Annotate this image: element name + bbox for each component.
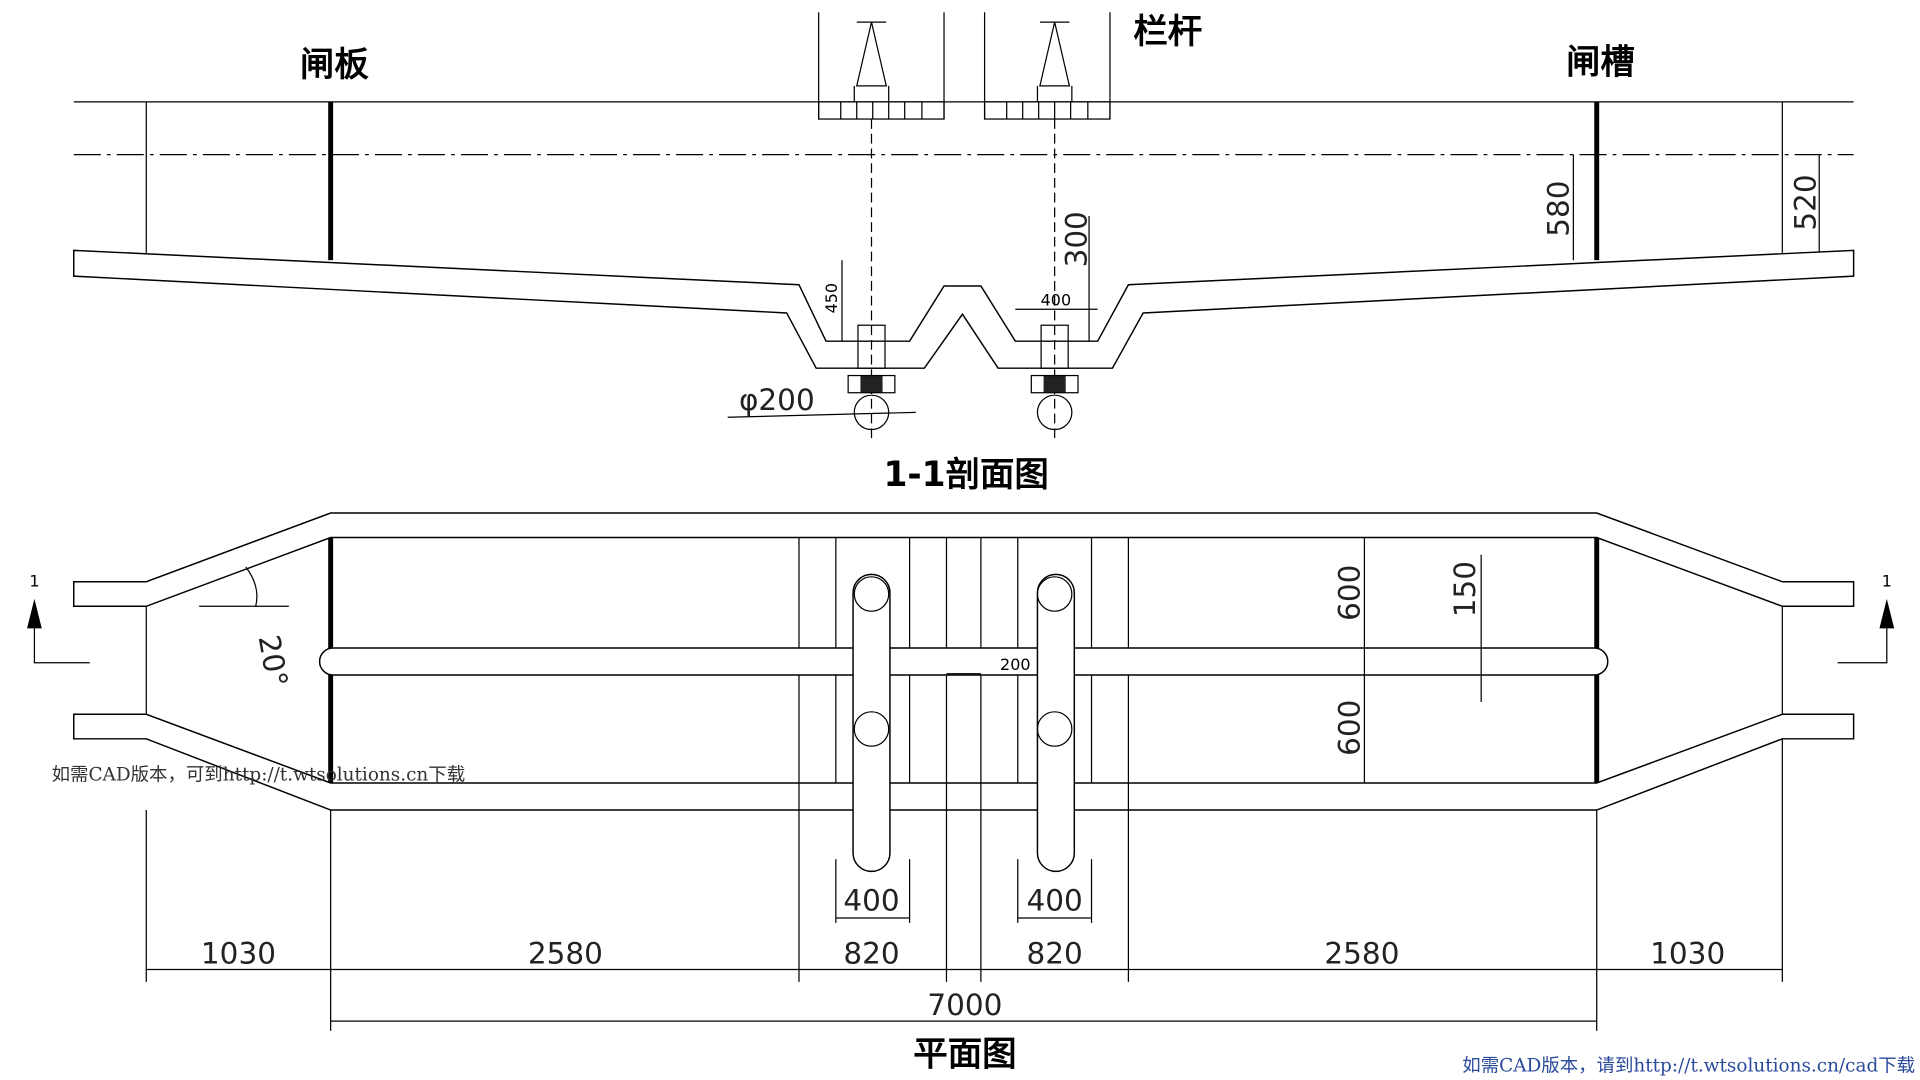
dim-bottom: 820	[1027, 936, 1083, 970]
dim-300: 300	[1060, 211, 1094, 267]
dim-bottom: 820	[843, 936, 899, 970]
main-pipe	[318, 647, 1609, 676]
plan-title: 平面图	[913, 1034, 1016, 1074]
dim-total: 7000	[927, 988, 1002, 1022]
valve-left	[847, 324, 896, 431]
dim-bottom: 2580	[1324, 936, 1399, 970]
section-view: 580 520 300 450 400 φ200 闸板 栏杆 闸槽 1-1剖面图	[73, 12, 1855, 495]
section-mark-left: 1	[29, 572, 39, 591]
angle-label: 20°	[252, 632, 295, 689]
plan-view: 1 1 20° 600 600 150 200 400 400 1030 258…	[27, 512, 1895, 1074]
dim-400: 400	[1041, 291, 1071, 310]
railing-right	[983, 12, 1111, 120]
dim-slot-right: 400	[1027, 884, 1083, 918]
dim-bottom: 1030	[1650, 936, 1725, 970]
wall-top	[73, 512, 1855, 608]
watermark-left: 如需CAD版本，可到http://t.wtsolutions.cn下载	[52, 765, 465, 786]
label-gate-slot: 闸槽	[1566, 43, 1635, 83]
dim-450: 450	[822, 283, 841, 313]
valve-right	[1030, 324, 1079, 431]
dim-150: 150	[1448, 561, 1482, 617]
section-mark-right: 1	[1882, 572, 1892, 591]
slot-left	[852, 573, 891, 873]
dim-pipe-diameter: φ200	[739, 383, 815, 417]
dim-slot-left: 400	[843, 884, 899, 918]
slot-right	[1036, 573, 1076, 873]
watermark-bottom-right: 如需CAD版本，请到http://t.wtsolutions.cn/cad下载	[1462, 1055, 1915, 1076]
label-gate-plate: 闸板	[300, 45, 369, 85]
section-title: 1-1剖面图	[883, 455, 1048, 495]
dim-600-bottom: 600	[1332, 700, 1366, 756]
dim-520: 520	[1788, 174, 1822, 230]
channel-concrete-section	[73, 249, 1855, 369]
dim-bottom: 1030	[201, 936, 276, 970]
label-railing: 栏杆	[1133, 12, 1202, 52]
dim-bottom: 2580	[528, 936, 603, 970]
railing-left	[818, 12, 945, 120]
dim-200: 200	[1000, 655, 1030, 674]
wall-bottom	[73, 713, 1855, 811]
dim-580: 580	[1541, 181, 1575, 237]
dim-600-top: 600	[1332, 565, 1366, 621]
